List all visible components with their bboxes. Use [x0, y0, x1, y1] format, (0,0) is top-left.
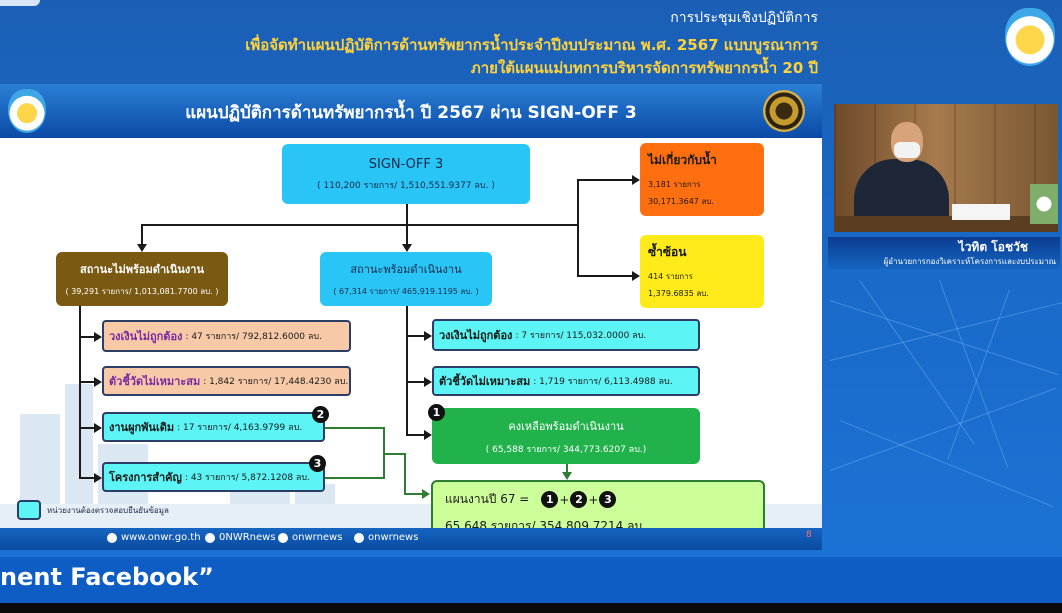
name-plate [952, 204, 1010, 220]
footer-line[interactable]: onwrnews [354, 532, 418, 543]
not-ready-item-indicator: ตัวชี้วัดไม่เหมาะสม : 1,842 รายการ/ 17,4… [102, 366, 351, 396]
government-seal-icon [763, 90, 805, 132]
duplicate-box: ซ้ำซ้อน 414 รายการ 1,379.6835 ลบ. [640, 235, 764, 308]
remaining-title: คงเหลือพร้อมดำเนินงาน [508, 419, 624, 433]
ready-title: สถานะพร้อมดำเนินงาน [350, 263, 462, 276]
item-value: : 1,719 รายการ/ 6,113.4988 ลบ. [533, 377, 673, 387]
item-value: : 17 รายการ/ 4,163.9799 ลบ. [177, 423, 303, 433]
not-ready-title: สถานะไม่พร้อมดำเนินงาน [80, 263, 204, 276]
footer-website[interactable]: www.onwr.go.th [107, 532, 201, 543]
slide-title: แผนปฏิบัติการด้านทรัพยากรน้ำ ปี 2567 ผ่า… [185, 103, 637, 123]
facebook-icon [205, 532, 215, 543]
footer-facebook[interactable]: 0NWRnews [205, 532, 276, 543]
onwr-logo-icon [1005, 8, 1055, 66]
line-app-icon [354, 532, 364, 543]
bottom-banner: nent Facebook” [0, 557, 1062, 603]
plan-formula: แผนงานปี 67 = 1 + 2 + 3 [445, 490, 763, 509]
ready-summary: ( 67,314 รายการ/ 465,919.1195 ลบ. ) [333, 287, 479, 296]
plan-plus: + [559, 492, 570, 507]
item-label: งานผูกพันเดิม [109, 421, 175, 434]
footer-instagram[interactable]: onwrnews [278, 532, 342, 543]
banner-text: nent Facebook” [0, 563, 214, 591]
item-value: : 7 รายการ/ 115,032.0000 ลบ. [515, 331, 647, 341]
speaker-name: ไวทิต โอชวัช [958, 240, 1028, 254]
globe-icon [107, 532, 117, 543]
top-left-corner-logo [0, 0, 40, 6]
speaker-caption: ไวทิต โอชวัช ผู้อำนวยการกองวิเคราะห์โครง… [828, 237, 1060, 269]
workshop-title-line1: การประชุมเชิงปฏิบัติการ [670, 10, 818, 26]
ready-item-indicator: ตัวชี้วัดไม่เหมาะสม : 1,719 รายการ/ 6,11… [432, 366, 700, 396]
slide-footer: www.onwr.go.th 0NWRnews onwrnews onwrnew… [0, 528, 822, 550]
not-ready-item-budget: วงเงินไม่ถูกต้อง : 47 รายการ/ 792,812.60… [102, 320, 351, 352]
not-ready-summary: ( 39,291 รายการ/ 1,013,081.7700 ลบ. ) [65, 287, 219, 296]
legend: หน่วยงานต้องตรวจสอบยืนยันข้อมูล [17, 500, 169, 520]
legend-swatch [17, 500, 41, 520]
speaker-video-feed [834, 104, 1058, 232]
not-water-title: ไม่เกี่ยวกับน้ำ [648, 153, 717, 167]
signoff-box: SIGN-OFF 3 ( 110,200 รายการ/ 1,510,551.9… [282, 144, 530, 204]
signoff-summary: ( 110,200 รายการ/ 1,510,551.9377 ลบ. ) [317, 180, 495, 191]
flowers [1030, 184, 1058, 224]
signoff-title: SIGN-OFF 3 [368, 156, 444, 172]
badge-one-icon: 1 [541, 491, 559, 508]
ready-box: สถานะพร้อมดำเนินงาน ( 67,314 รายการ/ 465… [320, 252, 492, 306]
desk [834, 216, 1058, 232]
item-label: ตัวชี้วัดไม่เหมาะสม [109, 375, 201, 388]
item-label: วงเงินไม่ถูกต้อง [439, 329, 513, 342]
workshop-title-line2: เพื่อจัดทำแผนปฏิบัติการด้านทรัพยากรน้ำปร… [245, 36, 818, 54]
not-water-box: ไม่เกี่ยวกับน้ำ 3,181 รายการ 30,171.3647… [640, 143, 764, 216]
remaining-summary: ( 65,588 รายการ/ 344,773.6207 ลบ.) [485, 444, 647, 455]
duplicate-title: ซ้ำซ้อน [648, 245, 687, 259]
not-ready-item-committed: งานผูกพันเดิม : 17 รายการ/ 4,163.9799 ลบ… [102, 412, 325, 442]
instagram-icon [278, 532, 288, 543]
badge-three-icon: 3 [599, 491, 617, 508]
presentation-slide: แผนปฏิบัติการด้านทรัพยากรน้ำ ปี 2567 ผ่า… [0, 84, 822, 550]
not-ready-item-key-project: โครงการสำคัญ : 43 รายการ/ 5,872.1208 ลบ. [102, 462, 325, 492]
slide-header: แผนปฏิบัติการด้านทรัพยากรน้ำ ปี 2567 ผ่า… [0, 84, 822, 138]
badge-two-icon: 2 [312, 406, 329, 423]
plan-prefix: แผนงานปี 67 = [445, 492, 530, 506]
bottom-strip [0, 603, 1062, 613]
workshop-title-line3: ภายใต้แผนแม่บทการบริหารจัดการทรัพยากรน้ำ… [470, 59, 818, 77]
duplicate-count: 414 รายการ [648, 272, 693, 281]
badge-one-icon: 1 [428, 404, 445, 421]
item-value: : 1,842 รายการ/ 17,448.4230 ลบ. [203, 377, 349, 387]
remaining-ready-box: คงเหลือพร้อมดำเนินงาน ( 65,588 รายการ/ 3… [432, 408, 700, 464]
item-label: วงเงินไม่ถูกต้อง [109, 330, 183, 343]
onwr-logo-icon [8, 89, 46, 133]
item-label: โครงการสำคัญ [109, 471, 182, 484]
plan-plus: + [588, 492, 599, 507]
ready-item-budget: วงเงินไม่ถูกต้อง : 7 รายการ/ 115,032.000… [432, 319, 700, 351]
duplicate-amount: 1,379.6835 ลบ. [648, 289, 709, 298]
badge-three-icon: 3 [309, 455, 326, 472]
item-value: : 47 รายการ/ 792,812.6000 ลบ. [185, 332, 322, 342]
item-label: ตัวชี้วัดไม่เหมาะสม [439, 375, 531, 388]
legend-text: หน่วยงานต้องตรวจสอบยืนยันข้อมูล [47, 505, 169, 515]
badge-two-icon: 2 [570, 491, 588, 508]
face-mask [894, 142, 920, 158]
not-water-count: 3,181 รายการ [648, 180, 701, 189]
not-ready-box: สถานะไม่พร้อมดำเนินงาน ( 39,291 รายการ/ … [56, 252, 228, 306]
speaker-title: ผู้อำนวยการกองวิเคราะห์โครงการและงบประมา… [883, 257, 1056, 266]
not-water-amount: 30,171.3647 ลบ. [648, 197, 714, 206]
item-value: : 43 รายการ/ 5,872.1208 ลบ. [184, 473, 310, 483]
page-number: 8 [806, 530, 812, 540]
